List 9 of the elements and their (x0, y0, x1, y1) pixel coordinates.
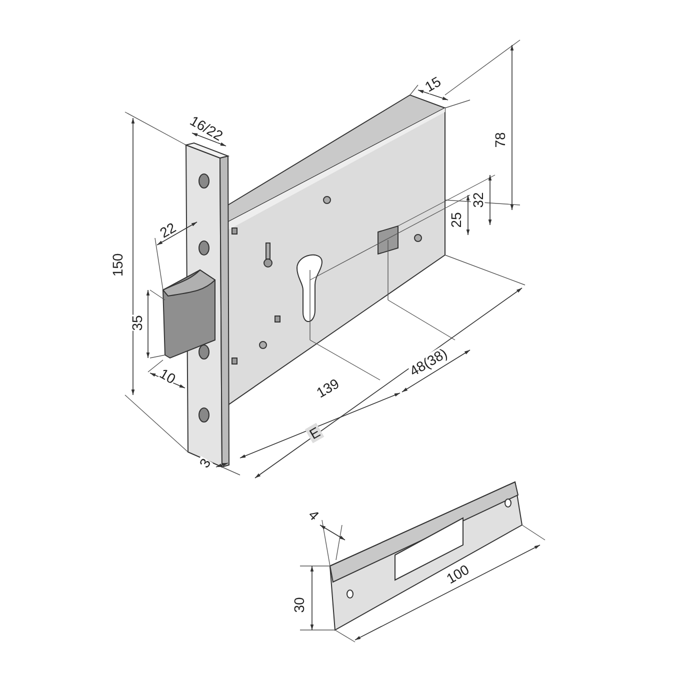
dimension-value: 32 (471, 192, 485, 208)
dimension-symbol: E (305, 422, 325, 444)
dimension-value: 22 (158, 220, 178, 240)
dimension-value: 78 (493, 132, 507, 148)
dimension-value: 15 (422, 74, 444, 94)
dimension-value: 35 (130, 315, 144, 331)
dimension-value: 150 (111, 253, 125, 277)
dimension-value: 30 (292, 597, 306, 613)
dimension-value: 25 (449, 212, 463, 228)
